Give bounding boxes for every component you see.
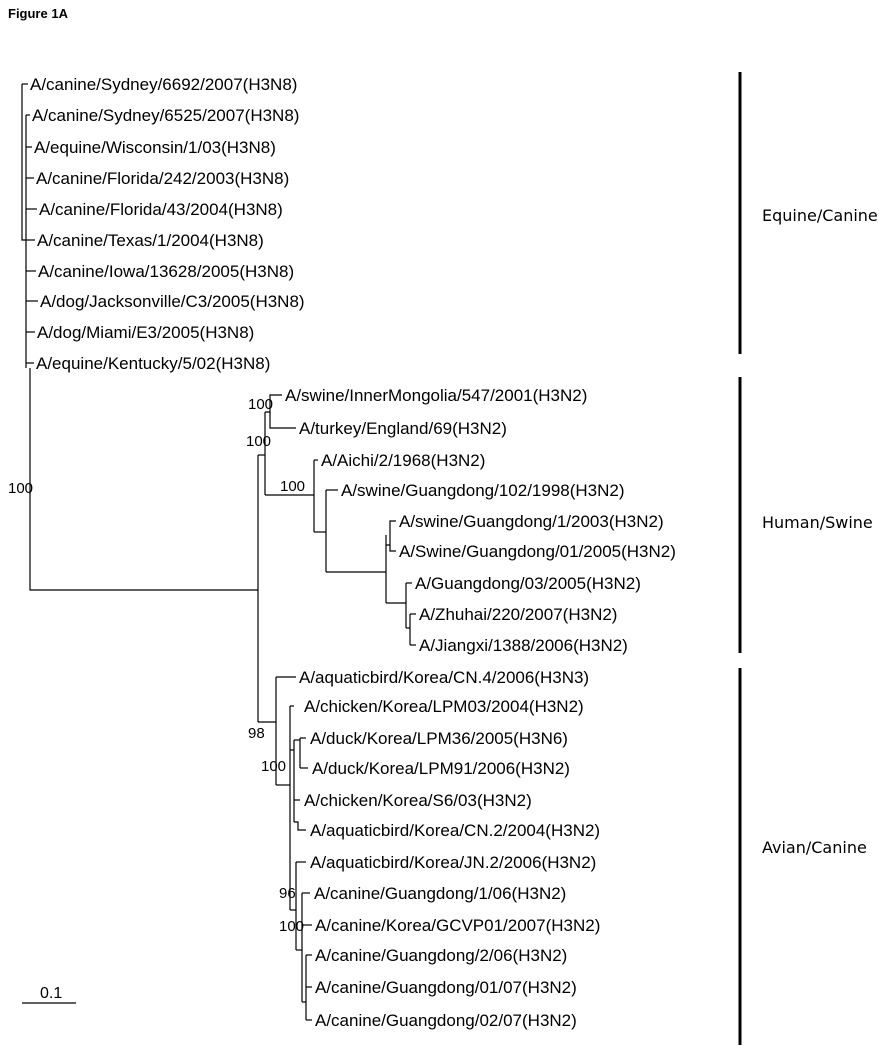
- branch: [265, 394, 282, 413]
- branch: [389, 545, 396, 552]
- clade-annotations: Equine/Canine Human/Swine Avian/Canine: [738, 72, 878, 1045]
- taxon-label: A/canine/Guangdong/02/07(H3N2): [315, 1011, 577, 1030]
- taxon-label: A/equine/Kentucky/5/02(H3N8): [36, 354, 270, 373]
- taxon-label: A/canine/Florida/43/2004(H3N8): [39, 200, 283, 219]
- bootstrap-value: 100: [280, 478, 305, 495]
- taxon-label: A/swine/InnerMongolia/547/2001(H3N2): [285, 386, 587, 405]
- taxon-label: A/turkey/England/69(H3N2): [299, 419, 507, 438]
- taxon-label: A/chicken/Korea/LPM03/2004(H3N2): [304, 697, 584, 716]
- taxon-label: A/Aichi/2/1968(H3N2): [321, 451, 485, 470]
- taxon-label: A/duck/Korea/LPM36/2005(H3N6): [310, 729, 568, 748]
- taxon-label: A/Guangdong/03/2005(H3N2): [415, 574, 641, 593]
- taxon-label: A/canine/Sydney/6525/2007(H3N8): [32, 106, 299, 125]
- taxon-label: A/dog/Miami/E3/2005(H3N8): [37, 323, 254, 342]
- branch: [29, 368, 258, 591]
- taxon-label: A/canine/Iowa/13628/2005(H3N8): [38, 262, 294, 281]
- taxon-label: A/Swine/Guangdong/01/2005(H3N2): [399, 542, 676, 561]
- scale-bar: 0.1: [22, 985, 76, 1004]
- taxon-label: A/duck/Korea/LPM91/2006(H3N2): [312, 759, 570, 778]
- bootstrap-values: 100 100 100 100 98 100 96 100: [8, 396, 305, 935]
- taxon-label: A/chicken/Korea/S6/03(H3N2): [304, 791, 532, 810]
- taxon-label: A/canine/Texas/1/2004(H3N8): [37, 231, 264, 250]
- bootstrap-value: 100: [248, 396, 273, 413]
- taxon-label: A/canine/Florida/242/2003(H3N8): [36, 169, 289, 188]
- scale-bar-label: 0.1: [40, 985, 62, 1002]
- taxon-label: A/aquaticbird/Korea/JN.2/2006(H3N2): [310, 853, 596, 872]
- taxon-label: A/dog/Jacksonville/C3/2005(H3N8): [40, 292, 305, 311]
- clade-label-equine-canine: Equine/Canine: [762, 206, 878, 225]
- bootstrap-value: 100: [261, 758, 286, 775]
- taxon-label: A/canine/Guangdong/2/06(H3N2): [315, 946, 567, 965]
- taxon-label: A/aquaticbird/Korea/CN.2/2004(H3N2): [310, 821, 600, 840]
- branch: [294, 821, 306, 831]
- tree-branches: [21, 83, 416, 1021]
- taxon-label: A/canine/Guangdong/01/07(H3N2): [315, 978, 577, 997]
- taxon-label: A/Jiangxi/1388/2006(H3N2): [419, 636, 628, 655]
- taxon-label: A/aquaticbird/Korea/CN.4/2006(H3N3): [299, 668, 589, 687]
- bootstrap-value: 100: [279, 918, 304, 935]
- branch: [21, 84, 26, 241]
- figure-title: Figure 1A: [8, 6, 69, 21]
- taxon-label: A/canine/Guangdong/1/06(H3N2): [314, 884, 566, 903]
- taxon-label: A/canine/Korea/GCVP01/2007(H3N2): [315, 916, 600, 935]
- bootstrap-value: 100: [8, 480, 33, 497]
- taxon-label: A/swine/Guangdong/102/1998(H3N2): [341, 481, 625, 500]
- taxon-label: A/canine/Sydney/6692/2007(H3N8): [30, 75, 297, 94]
- taxon-label: A/equine/Wisconsin/1/03(H3N8): [34, 138, 276, 157]
- clade-label-human-swine: Human/Swine: [762, 513, 873, 532]
- taxon-label: A/Zhuhai/220/2007(H3N2): [419, 605, 617, 624]
- bootstrap-value: 98: [248, 725, 265, 742]
- clade-label-avian-canine: Avian/Canine: [762, 838, 867, 857]
- leaf-labels: A/canine/Sydney/6692/2007(H3N8) A/canine…: [30, 75, 676, 1030]
- bootstrap-value: 96: [279, 885, 296, 902]
- branch: [269, 412, 296, 429]
- branch: [386, 520, 396, 546]
- bootstrap-value: 100: [246, 433, 271, 450]
- taxon-label: A/swine/Guangdong/1/2003(H3N2): [399, 512, 664, 531]
